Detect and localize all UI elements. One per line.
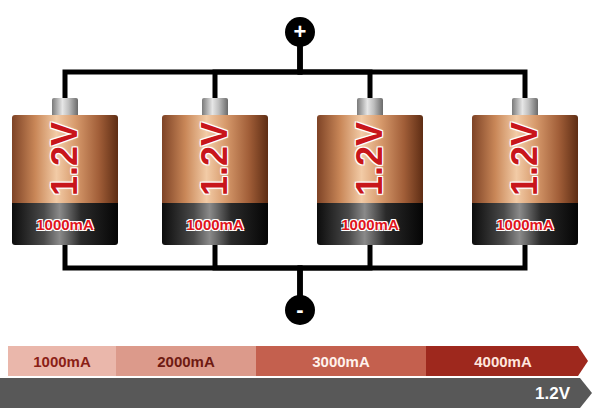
parallel-wire xyxy=(65,47,300,98)
voltage-total: 1.2V xyxy=(535,385,570,402)
parallel-wire xyxy=(300,245,525,295)
parallel-wire xyxy=(300,47,525,98)
capacity-label: 1000mA xyxy=(36,217,94,232)
battery-base: 1000mA xyxy=(12,203,118,245)
battery-body: 1.2V xyxy=(162,115,268,203)
voltage-label: 1.2V xyxy=(47,122,83,196)
battery-body: 1.2V xyxy=(472,115,578,203)
capacity-total: 2000mA xyxy=(157,354,215,369)
battery-base: 1000mA xyxy=(472,203,578,245)
voltage-label: 1.2V xyxy=(197,122,233,196)
battery-cap xyxy=(512,98,538,116)
battery-body: 1.2V xyxy=(12,115,118,203)
capacity-total: 3000mA xyxy=(312,354,370,369)
battery-cell: 1.2V 1000mA xyxy=(317,98,423,245)
battery-base: 1000mA xyxy=(317,203,423,245)
parallel-wire xyxy=(215,245,300,295)
battery-body: 1.2V xyxy=(317,115,423,203)
voltage-label: 1.2V xyxy=(352,122,388,196)
battery-cap xyxy=(202,98,228,116)
parallel-wire xyxy=(65,245,300,295)
capacity-band: 1000mA xyxy=(8,346,116,376)
battery-base: 1000mA xyxy=(162,203,268,245)
polarity-sign: - xyxy=(296,299,303,321)
capacity-band: 4000mA xyxy=(426,346,588,376)
capacity-label: 1000mA xyxy=(496,217,554,232)
battery-cell: 1.2V 1000mA xyxy=(162,98,268,245)
battery-cell: 1.2V 1000mA xyxy=(472,98,578,245)
positive-terminal: + xyxy=(285,17,315,47)
battery-cap xyxy=(357,98,383,116)
voltage-label: 1.2V xyxy=(507,122,543,196)
capacity-total: 4000mA xyxy=(474,354,532,369)
capacity-band: 2000mA xyxy=(116,346,256,376)
voltage-band: 1.2V xyxy=(0,378,592,408)
parallel-wire xyxy=(215,47,300,98)
capacity-label: 1000mA xyxy=(186,217,244,232)
capacity-label: 1000mA xyxy=(341,217,399,232)
battery-cap xyxy=(52,98,78,116)
polarity-sign: + xyxy=(294,21,307,43)
negative-terminal: - xyxy=(285,295,315,325)
capacity-band: 3000mA xyxy=(256,346,426,376)
capacity-total: 1000mA xyxy=(33,354,91,369)
battery-cell: 1.2V 1000mA xyxy=(12,98,118,245)
